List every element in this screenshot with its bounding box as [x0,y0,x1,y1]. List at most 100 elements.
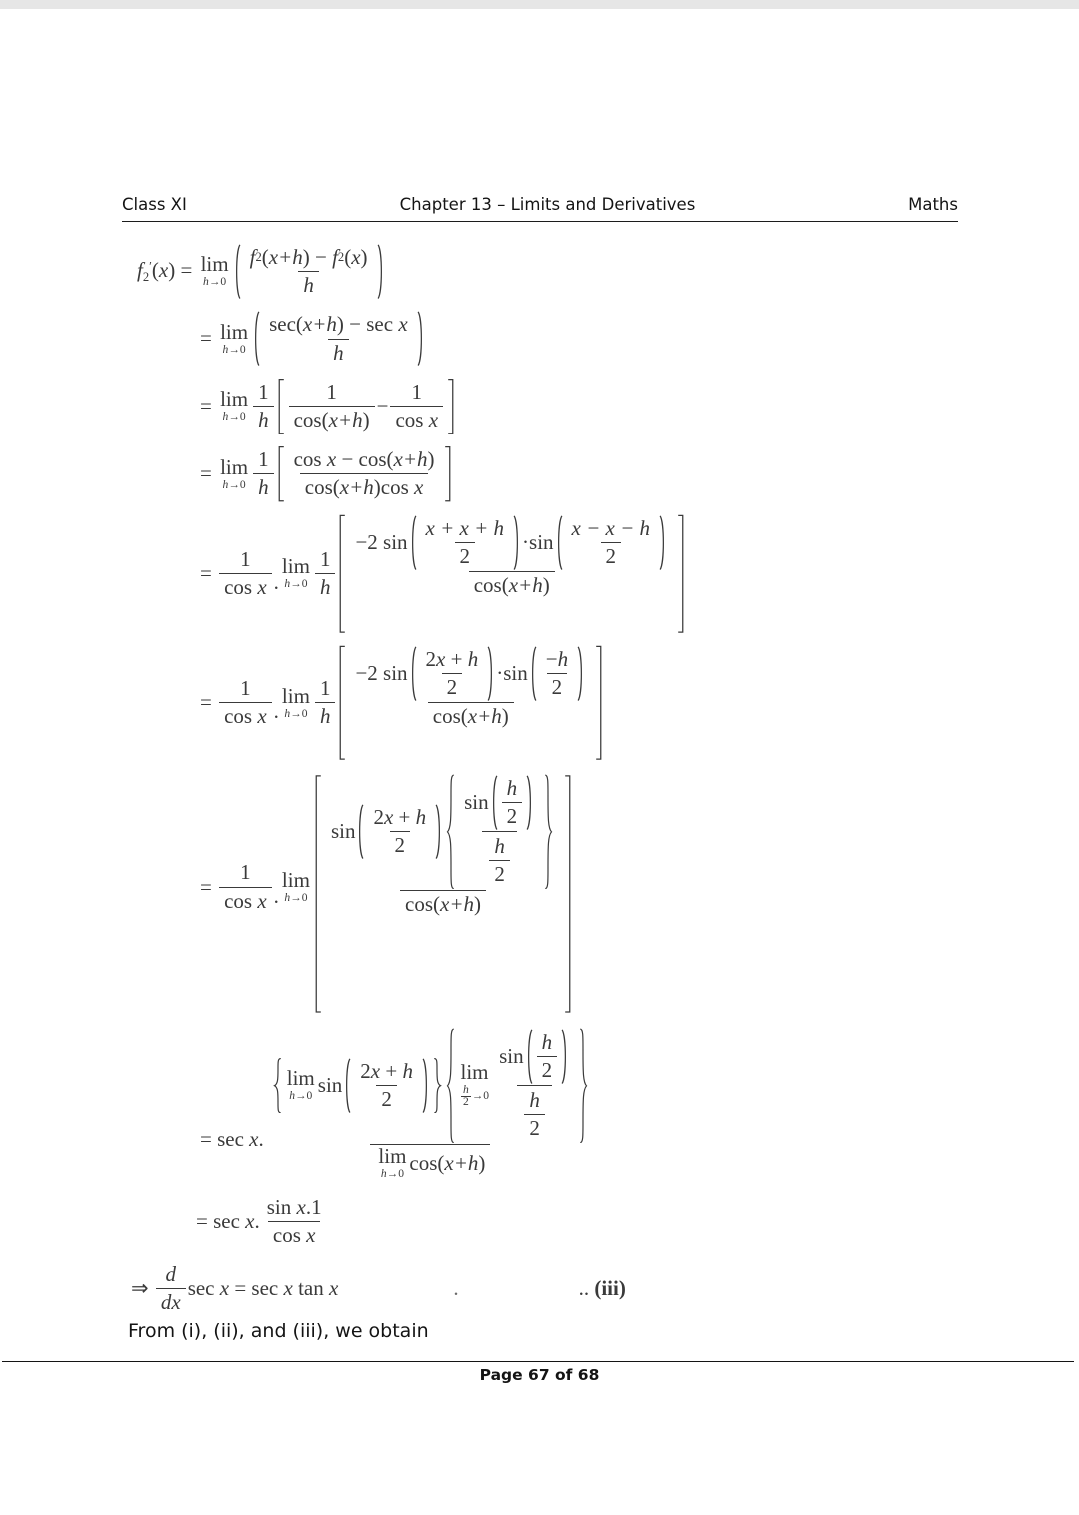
right-brace-icon [433,1057,441,1114]
fraction: x − x − h 2 [567,515,655,570]
brace-group: sin h 2 [445,774,554,890]
right-bracket-icon [595,645,602,760]
left-brace-icon [446,1028,455,1143]
fraction: sec(x+h) − sec x h [264,311,413,366]
right-brace-icon [579,1028,588,1143]
right-paren-icon [422,1058,427,1113]
header-chapter-title: Chapter 13 – Limits and Derivatives [399,195,696,214]
right-paren-icon [526,774,532,830]
multiplication-dot: . [273,883,279,908]
fraction: −2 sin x + x + h 2 ·sin [350,514,673,634]
fraction: cos x − cos(x+h) cos(x+h)cos x [289,446,440,501]
limit-operator: lim h→0 [281,683,310,720]
page-number: Page 67 of 68 [479,1366,600,1384]
footer-rule [2,1361,1074,1362]
lim-subscript: h→0 [203,276,227,289]
bracket-group: −2 sin x + x + h 2 ·sin [338,514,685,634]
equation-7-lead: = 1 cos x . lim h→0 [200,859,313,914]
equation-7: = 1 cos x . lim h→0 sin [200,773,1079,1015]
right-paren-icon [487,646,493,702]
limit-operator: lim h→0 [201,254,229,289]
paren-group: h 2 [525,1028,570,1084]
equation-5-lead: = 1 cos x . lim h→0 1 h [200,546,337,601]
paren-group: h 2 [490,774,535,830]
paren-group: x + x + h 2 [409,514,521,570]
fraction: 1 h [253,446,274,501]
right-paren-icon [561,1028,566,1084]
left-bracket-icon [278,378,284,434]
right-paren-icon [377,244,382,300]
left-paren-icon [411,646,416,702]
denominator: cos(x+h) [468,570,555,599]
fraction: h 2 [524,1087,545,1142]
right-bracket-icon [444,446,450,502]
limit-operator: lim h→0 [378,1144,407,1181]
numerator: −2 sin x + x + h 2 ·sin [350,514,673,571]
multiplication-dot: . [273,569,279,594]
equation-2: = lim h→0 sec(x+h) − sec x h [200,311,1079,367]
left-paren-icon [557,514,562,570]
denominator: cos(x+h) [427,702,514,730]
limit-operator: lim h→0 [281,867,310,904]
fraction: h 2 [489,833,510,888]
conclusion-text: From (i), (ii), and (iii), we obtain [128,1320,429,1342]
fraction: x + x + h 2 [421,515,509,570]
fraction: 1 h [314,675,336,730]
equation-5: = 1 cos x . lim h→0 1 h [200,514,1079,634]
fraction: 1 h [253,379,274,434]
left-paren-icon [346,1058,351,1113]
right-paren-icon [435,804,440,859]
right-brace-icon [544,774,553,889]
right-paren-icon [513,514,518,570]
math-run: f2′(x) = [137,258,198,285]
fraction: h 2 [460,1083,471,1109]
paren-group: −h 2 [529,646,585,702]
top-strip [0,0,1079,9]
equation-3: = lim h→0 1 h 1 cos(x+h) − 1 cos x [200,378,1079,434]
fraction: d dx [155,1261,186,1316]
left-brace-icon [273,1057,281,1114]
math-run: = [200,393,218,418]
left-bracket-icon [339,645,346,760]
left-bracket-icon [339,514,346,633]
fraction: 1 cos x [219,546,272,601]
header-subject: Maths [908,195,958,214]
equation-6-lead: = 1 cos x . lim h→0 1 h [200,675,337,730]
math-run: = [200,326,218,351]
paren-group: sec(x+h) − sec x h [252,311,425,367]
limit-operator: lim h→0 [220,454,249,491]
equation-10: ⇒ d dx sec x = sec x tan x . .. (iii) [131,1261,1079,1316]
fraction: 1 cos(x+h) [288,379,375,434]
stray-dot: . [453,1276,459,1301]
lim-text: lim [200,252,229,277]
denominator: h [298,271,319,299]
denominator: lim h→0 cos(x+h) [370,1144,491,1182]
limit-operator: lim h→0 [281,554,310,590]
left-brace-icon [446,774,455,889]
equation-9: = sec x. sin x.1 cos x [196,1194,1079,1249]
equation-8-lead: = sec x. [200,1126,264,1151]
fraction: 1 cos x [219,859,272,914]
implies-arrow: ⇒ [131,1276,154,1301]
left-paren-icon [527,1028,532,1084]
right-bracket-icon [447,378,454,434]
equation-4: = lim h→0 1 h cos x − cos(x+h) cos(x+h)c… [200,446,1079,502]
left-paren-icon [359,804,364,859]
fraction: sin h 2 [459,774,540,890]
math-run: = [200,461,218,486]
right-paren-icon [577,646,582,702]
bracket-group: 1 cos(x+h) − 1 cos x [277,378,455,434]
multiplication-dot: . [273,699,279,724]
fraction: 1 h [314,546,336,601]
